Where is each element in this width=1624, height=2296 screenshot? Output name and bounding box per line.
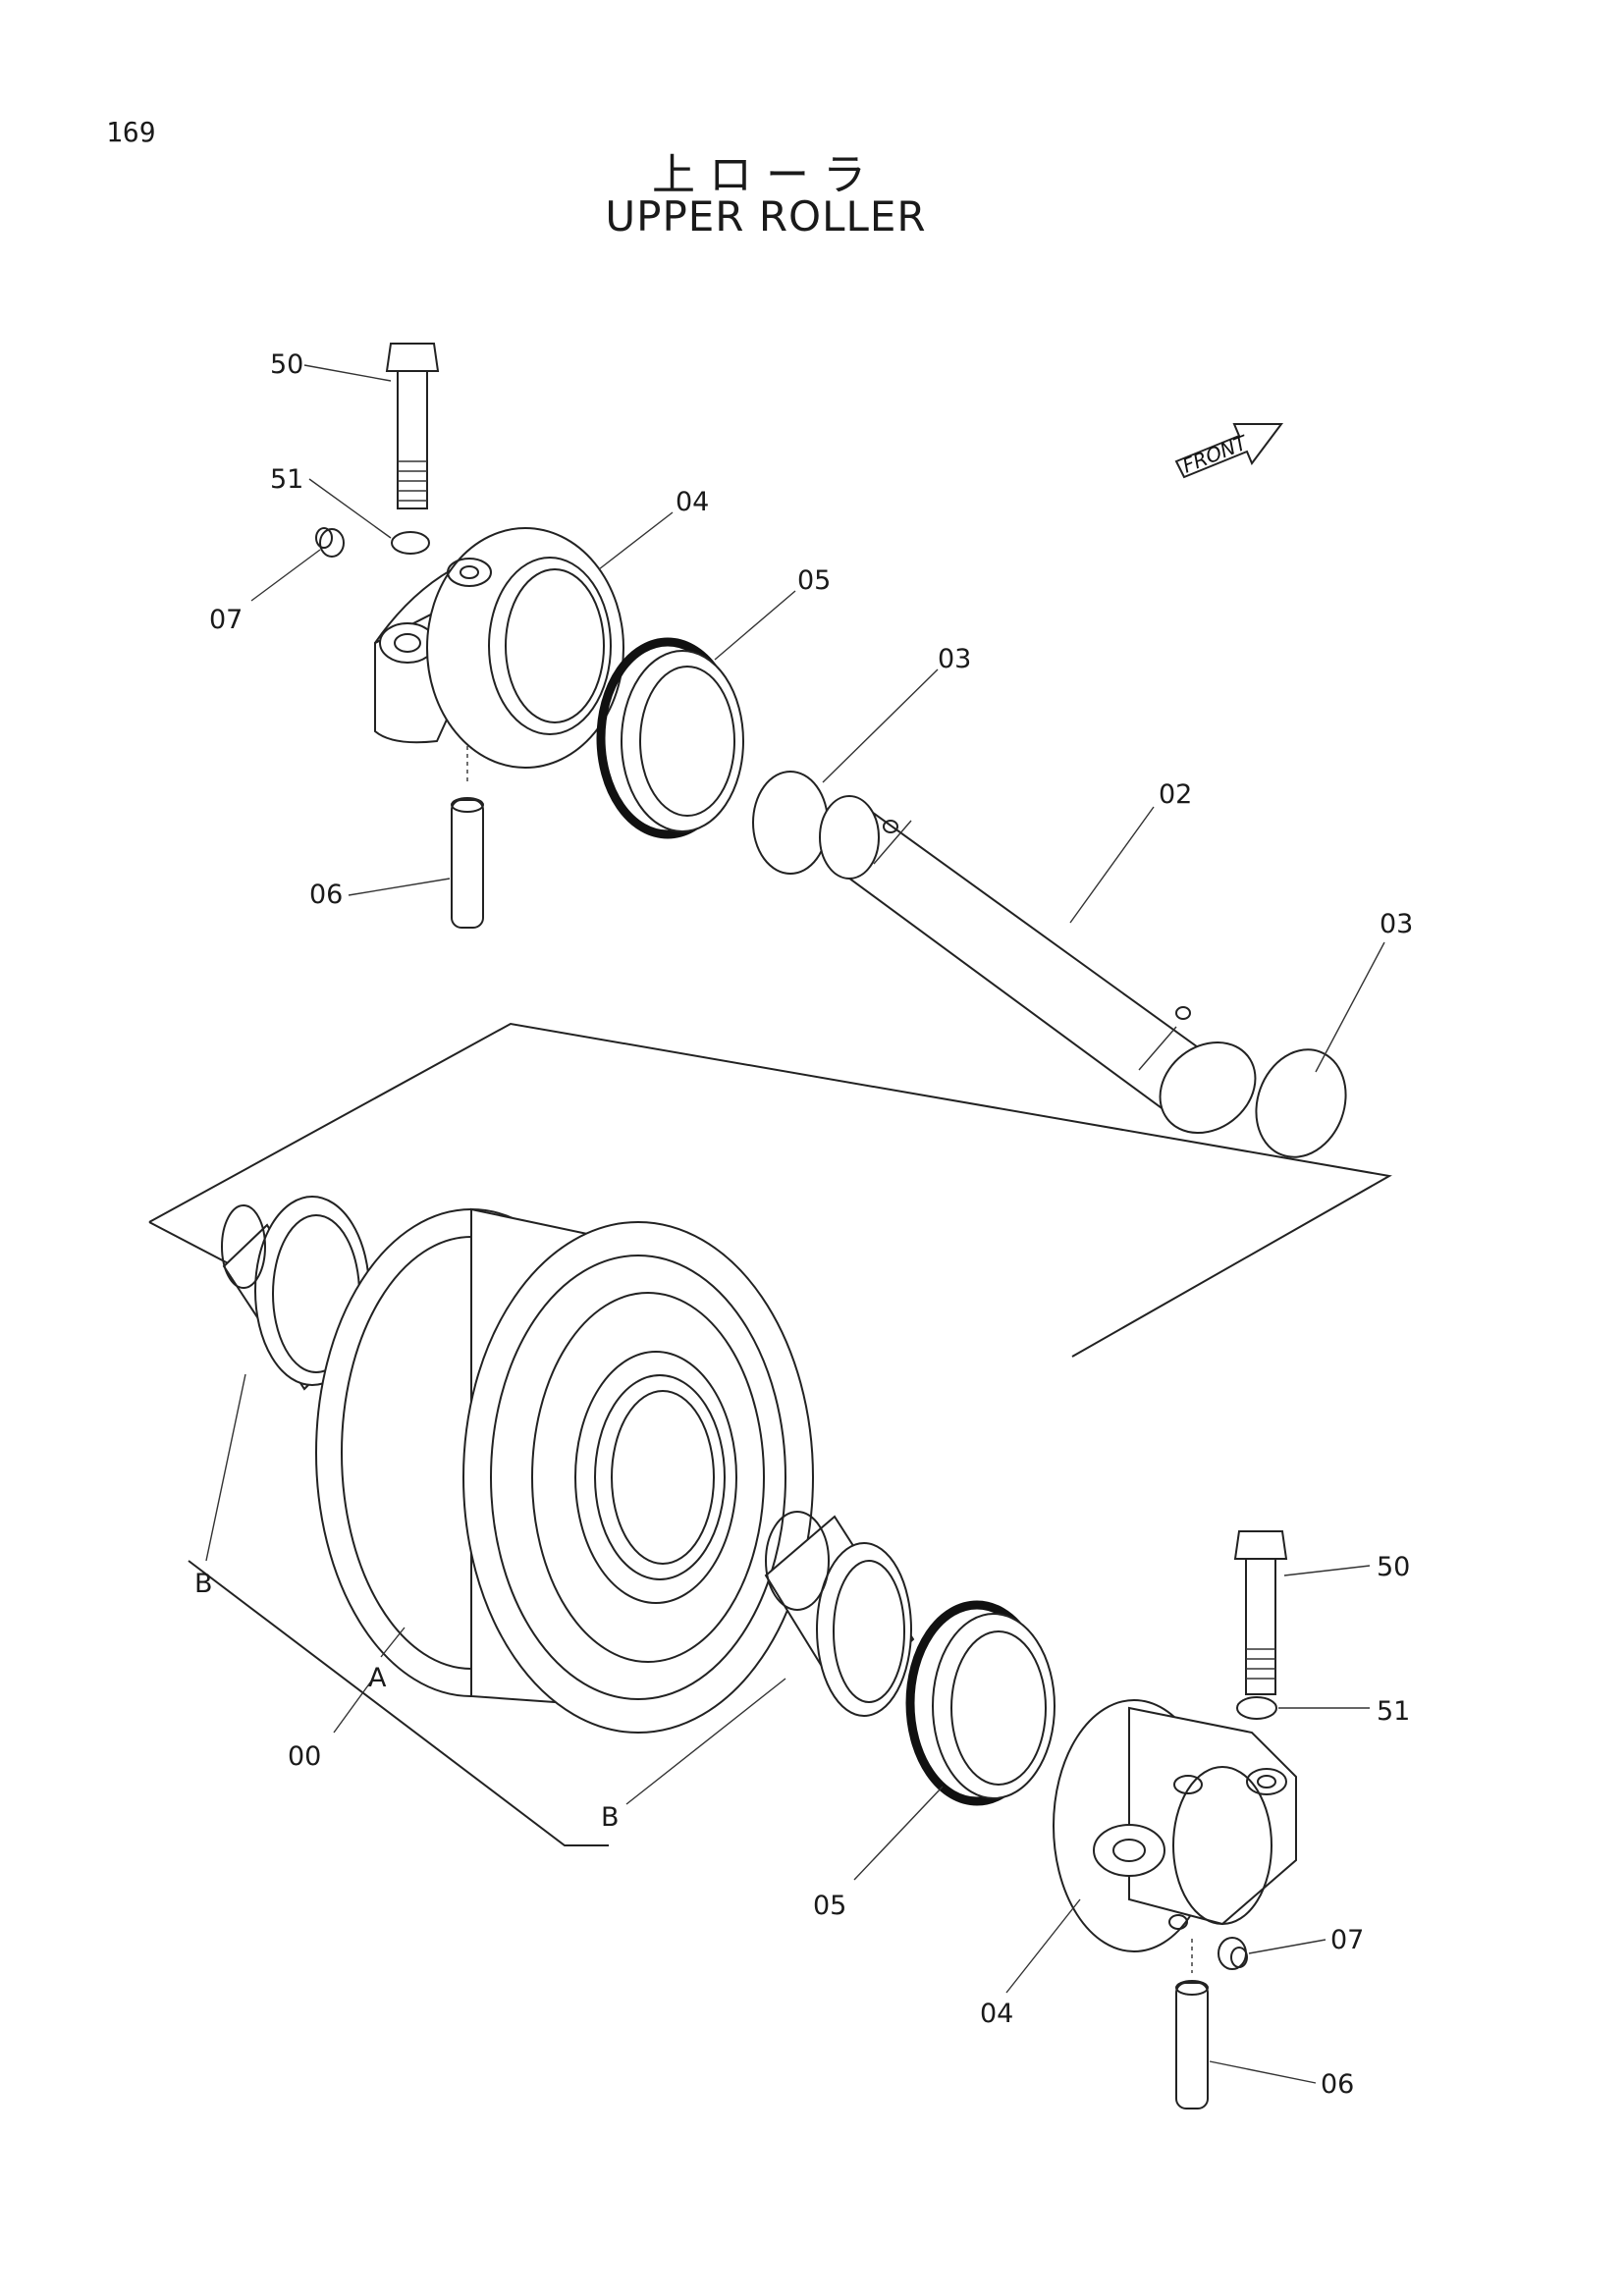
callout-00: 00 xyxy=(288,1741,321,1772)
o-ring-03-lower xyxy=(1255,1048,1347,1158)
callout-b-right: B xyxy=(601,1802,620,1833)
bracket-04-upper xyxy=(374,527,624,769)
callout-07-upper: 07 xyxy=(209,605,243,635)
bolt-50-lower xyxy=(1233,1530,1288,1695)
callout-07-lower: 07 xyxy=(1330,1925,1364,1955)
o-ring-03-upper xyxy=(752,771,829,875)
page-number: 169 xyxy=(106,116,156,148)
title-japanese: 上ローラ xyxy=(652,150,880,200)
callout-04-upper: 04 xyxy=(676,487,709,517)
assembly-frame xyxy=(148,1022,1392,1846)
washer-51-lower xyxy=(1236,1696,1277,1720)
bolt-50-upper xyxy=(385,343,440,509)
title-english: UPPER ROLLER xyxy=(605,192,927,240)
seal-05-lower xyxy=(905,1600,1056,1806)
callout-b-left: B xyxy=(194,1569,213,1599)
bracket-04-lower xyxy=(1053,1699,1297,1952)
callout-labels: 50 51 07 04 05 03 02 06 03 B A 00 B 05 0… xyxy=(194,349,1413,2100)
plug-07-upper xyxy=(315,527,345,558)
callout-51-upper: 51 xyxy=(270,464,303,495)
callout-04-lower: 04 xyxy=(980,1999,1013,2029)
leader-lines xyxy=(205,364,1385,2084)
shaft-02 xyxy=(819,795,1257,1135)
plug-07-lower xyxy=(1218,1937,1248,1970)
pin-06-lower xyxy=(1175,1939,1209,2109)
callout-50-lower: 50 xyxy=(1377,1552,1410,1582)
front-arrow-icon: FRONT xyxy=(1174,423,1283,479)
callout-06-lower: 06 xyxy=(1321,2069,1354,2100)
seal-05-upper xyxy=(596,637,744,839)
callout-a: A xyxy=(368,1663,387,1693)
callout-05-lower: 05 xyxy=(813,1891,846,1921)
callout-03-upper: 03 xyxy=(938,644,971,674)
callout-50-upper: 50 xyxy=(270,349,303,380)
roller-wheel-00 xyxy=(315,1207,814,1734)
front-label: FRONT xyxy=(1179,430,1252,478)
callout-05-upper: 05 xyxy=(797,565,831,596)
callout-03-lower: 03 xyxy=(1380,909,1413,939)
washer-51-upper xyxy=(391,531,430,555)
pin-06-upper xyxy=(451,746,484,929)
callout-51-lower: 51 xyxy=(1377,1696,1410,1727)
callout-06-upper: 06 xyxy=(309,880,343,910)
bushing-right xyxy=(764,1511,915,1717)
callout-02: 02 xyxy=(1159,779,1192,810)
